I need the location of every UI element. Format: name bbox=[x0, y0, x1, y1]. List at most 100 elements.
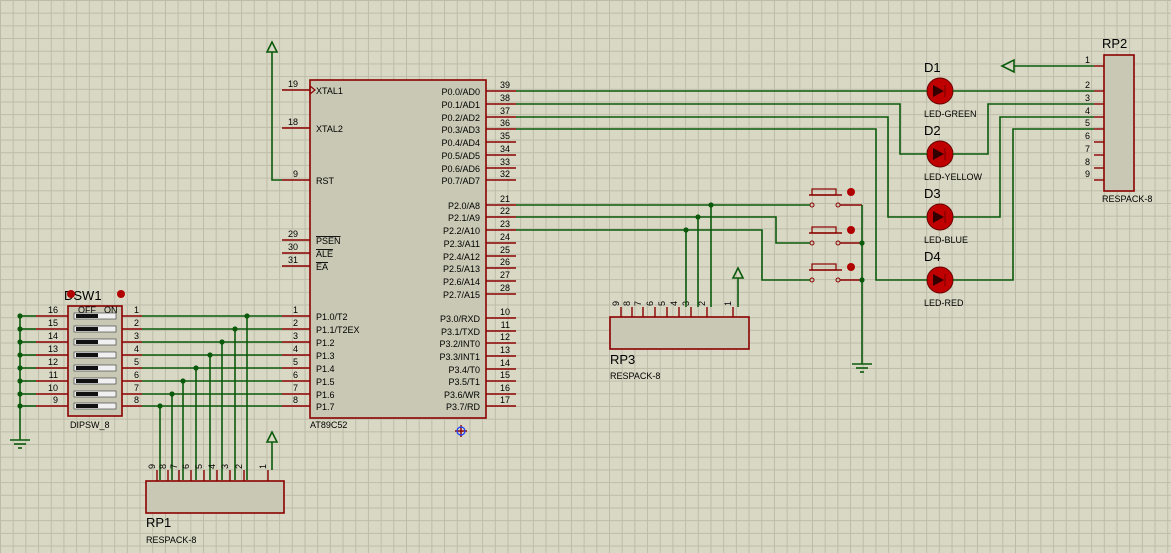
mcu-pin-name: P1.6 bbox=[316, 390, 335, 400]
mcu-pin-num: 35 bbox=[500, 131, 510, 141]
mcu-pin-num: 30 bbox=[288, 242, 298, 252]
mcu-pin-name: P1.1/T2EX bbox=[316, 325, 360, 335]
led-rp2-wire bbox=[953, 116, 1094, 218]
rp3-pin-num: 7 bbox=[633, 301, 643, 306]
mcu-pin-num: 15 bbox=[500, 370, 510, 380]
rp2-pin-num: 1 bbox=[1085, 55, 1090, 65]
junction-dot bbox=[17, 326, 23, 332]
power-terminal-rp2 bbox=[1000, 58, 1015, 74]
mcu-pin-num: 12 bbox=[500, 332, 510, 342]
junction-dot bbox=[17, 403, 23, 409]
mcu-pin-name: P1.2 bbox=[316, 338, 335, 348]
rp1-ref: RP1 bbox=[146, 515, 171, 530]
junction-dot bbox=[17, 352, 23, 358]
rp2-pin-num: 9 bbox=[1085, 169, 1090, 179]
p0-2-wire bbox=[516, 116, 927, 218]
mcu-pin-name: XTAL1 bbox=[316, 86, 343, 96]
pushbutton-cap bbox=[811, 188, 837, 196]
pushbutton-terminal bbox=[809, 240, 815, 246]
dipswitch-lever bbox=[76, 353, 98, 357]
mcu-pin-name: P3.4/T0 bbox=[448, 365, 480, 375]
rp1-pin-num: 7 bbox=[169, 464, 179, 469]
mcu-pin-num: 19 bbox=[288, 79, 298, 89]
rp2-pin-num: 6 bbox=[1085, 131, 1090, 141]
junction-dot bbox=[17, 313, 23, 319]
mcu-pin-num: 33 bbox=[500, 157, 510, 167]
rp1-pin-num: 4 bbox=[207, 464, 217, 469]
mcu-pin-num: 38 bbox=[500, 93, 510, 103]
rst-wire bbox=[271, 52, 282, 181]
junction-dot bbox=[17, 391, 23, 397]
mcu-pin-num: 7 bbox=[293, 383, 298, 393]
mcu-pin-name: P0.1/AD1 bbox=[441, 100, 480, 110]
dipswitch-lever bbox=[76, 392, 98, 396]
rp3-pin-num: 2 bbox=[697, 301, 707, 306]
mcu-pin-num: 32 bbox=[500, 169, 510, 179]
mcu-pin-name: P0.6/AD6 bbox=[441, 164, 480, 174]
pushbutton-terminal bbox=[835, 240, 841, 246]
dipswitch-pin-num: 11 bbox=[49, 370, 58, 380]
pushbutton-marker bbox=[847, 188, 855, 196]
rp3-ref: RP3 bbox=[610, 352, 635, 367]
dipswitch-marker bbox=[67, 290, 75, 298]
p0-1-wire bbox=[516, 103, 927, 155]
dipswitch-pin-num: 1 bbox=[134, 305, 139, 315]
mcu-pin-num: 3 bbox=[293, 331, 298, 341]
mcu-pin-num: 16 bbox=[500, 383, 510, 393]
rp1-pin-num: 8 bbox=[158, 464, 168, 469]
mcu-body bbox=[309, 79, 487, 419]
rp3-body bbox=[609, 316, 750, 350]
dipswitch-pin-num: 9 bbox=[53, 395, 58, 405]
mcu-pin-num: 22 bbox=[500, 206, 510, 216]
dipswitch-pin-num: 4 bbox=[134, 344, 139, 354]
mcu-pin-name: P2.1/A9 bbox=[448, 213, 480, 223]
pushbutton-terminal bbox=[809, 202, 815, 208]
mcu-pin-num: 24 bbox=[500, 232, 510, 242]
dipswitch-pin-num: 7 bbox=[134, 383, 139, 393]
pushbutton-cap bbox=[811, 263, 837, 271]
dipswitch-lever bbox=[76, 314, 98, 318]
mcu-pin-num: 13 bbox=[500, 345, 510, 355]
mcu-pin-name: P3.3/INT1 bbox=[439, 352, 480, 362]
rp2-ref: RP2 bbox=[1102, 36, 1127, 51]
mcu-pin-name: P3.7/RD bbox=[446, 402, 481, 412]
junction-dot bbox=[708, 202, 714, 208]
rp2-pin-num: 7 bbox=[1085, 144, 1090, 154]
dipswitch-lever bbox=[76, 366, 98, 370]
mcu-pin-name: RST bbox=[316, 176, 335, 186]
led-value: LED-BLUE bbox=[924, 235, 968, 245]
mcu-pin-num: 36 bbox=[500, 118, 510, 128]
mcu-pin-num: 37 bbox=[500, 106, 510, 116]
led-ref: D3 bbox=[924, 186, 941, 201]
mcu-pin-name: P1.7 bbox=[316, 402, 335, 412]
mcu-pin-num: 14 bbox=[500, 358, 510, 368]
rp2-body bbox=[1103, 54, 1135, 192]
dipswitch-lever bbox=[76, 340, 98, 344]
mcu-pin-name: P2.3/A11 bbox=[444, 239, 480, 249]
clock-marker bbox=[309, 84, 316, 96]
dipswitch-pin-num: 10 bbox=[48, 383, 58, 393]
rp1-pin-num: 3 bbox=[220, 464, 230, 469]
mcu-pin-name: P0.2/AD2 bbox=[441, 113, 480, 123]
rp1-pin-num: 5 bbox=[194, 464, 204, 469]
origin-marker bbox=[456, 426, 466, 436]
mcu-pin-name: P0.4/AD4 bbox=[441, 138, 480, 148]
mcu-pin-num: 8 bbox=[293, 395, 298, 405]
led-diode-symbol bbox=[933, 85, 944, 97]
rp3-pin-num: 1 bbox=[723, 301, 733, 306]
led-rp2-wire bbox=[953, 103, 1094, 155]
mcu-pin-name: P1.4 bbox=[316, 364, 335, 374]
mcu-pin-name: XTAL2 bbox=[316, 124, 343, 134]
mcu-pin-num: 39 bbox=[500, 80, 510, 90]
dipswitch-pin-num: 5 bbox=[134, 357, 139, 367]
junction-dot bbox=[859, 277, 865, 283]
junction-dot bbox=[17, 365, 23, 371]
mcu-pin-name: P2.2/A10 bbox=[443, 226, 480, 236]
rp3-pin-num: 8 bbox=[622, 301, 632, 306]
mcu-pin-num: 29 bbox=[288, 229, 298, 239]
rp3-value: RESPACK-8 bbox=[610, 371, 660, 381]
pushbutton-terminal bbox=[835, 202, 841, 208]
pushbutton-cap bbox=[811, 226, 837, 234]
